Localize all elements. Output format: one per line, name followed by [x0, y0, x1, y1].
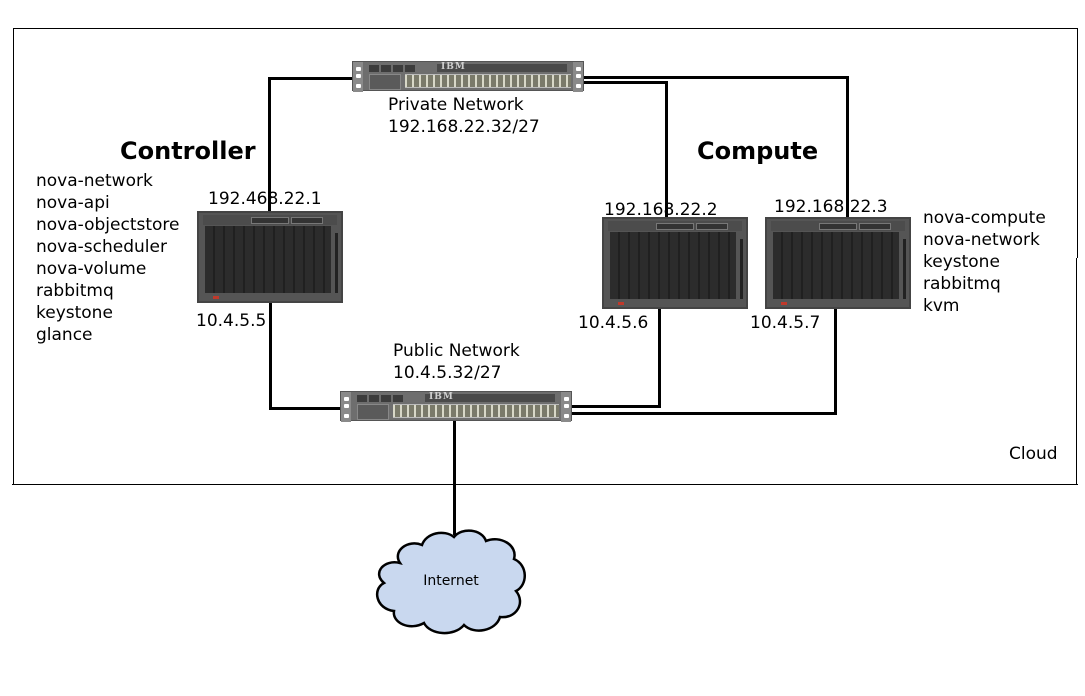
service-item: nova-network [36, 171, 153, 191]
compute-title: Compute [697, 137, 819, 165]
controller-private-ip: 192.468.22.1 [208, 189, 322, 209]
service-item: nova-scheduler [36, 237, 167, 257]
controller-public-ip: 10.4.5.5 [196, 311, 267, 331]
compute1-server[interactable] [602, 217, 748, 309]
private-network-subnet: 192.168.22.32/27 [388, 117, 540, 137]
switch-brand-logo: IBM [441, 62, 466, 72]
compute1-public-ip: 10.4.5.6 [578, 313, 649, 333]
compute2-public-ip: 10.4.5.7 [750, 313, 821, 333]
internet-cloud-shape [375, 529, 526, 635]
public-network-subnet: 10.4.5.32/27 [393, 363, 502, 383]
compute2-private-ip: 192.168.22.3 [774, 197, 888, 217]
public-network-switch[interactable]: IBM [340, 391, 572, 422]
controller-title: Controller [120, 137, 256, 165]
compute2-server[interactable] [765, 217, 911, 309]
service-item: rabbitmq [923, 274, 1001, 294]
private-network-switch[interactable]: IBM [352, 61, 584, 92]
compute-services-list: nova-compute nova-network keystone rabbi… [923, 207, 1046, 317]
service-item: nova-network [923, 230, 1040, 250]
service-item: nova-volume [36, 259, 147, 279]
service-item: glance [36, 325, 93, 345]
private-network-name: Private Network [388, 95, 524, 115]
controller-server[interactable] [197, 211, 343, 303]
switch-brand-logo: IBM [429, 392, 454, 402]
controller-services-list: nova-network nova-api nova-objectstore n… [36, 170, 180, 346]
compute1-private-ip: 192.168.22.2 [604, 200, 718, 220]
internet-label: Internet [423, 573, 479, 589]
service-item: nova-api [36, 193, 110, 213]
service-item: keystone [36, 303, 113, 323]
internet-cloud-icon[interactable]: Internet [370, 523, 532, 638]
switch-ports [405, 74, 571, 88]
service-item: keystone [923, 252, 1000, 272]
public-network-name: Public Network [393, 341, 520, 361]
service-item: nova-compute [923, 208, 1046, 228]
service-item: rabbitmq [36, 281, 114, 301]
service-item: kvm [923, 296, 960, 316]
cloud-label: Cloud [1009, 444, 1058, 464]
service-item: nova-objectstore [36, 215, 180, 235]
switch-ports [393, 404, 559, 418]
